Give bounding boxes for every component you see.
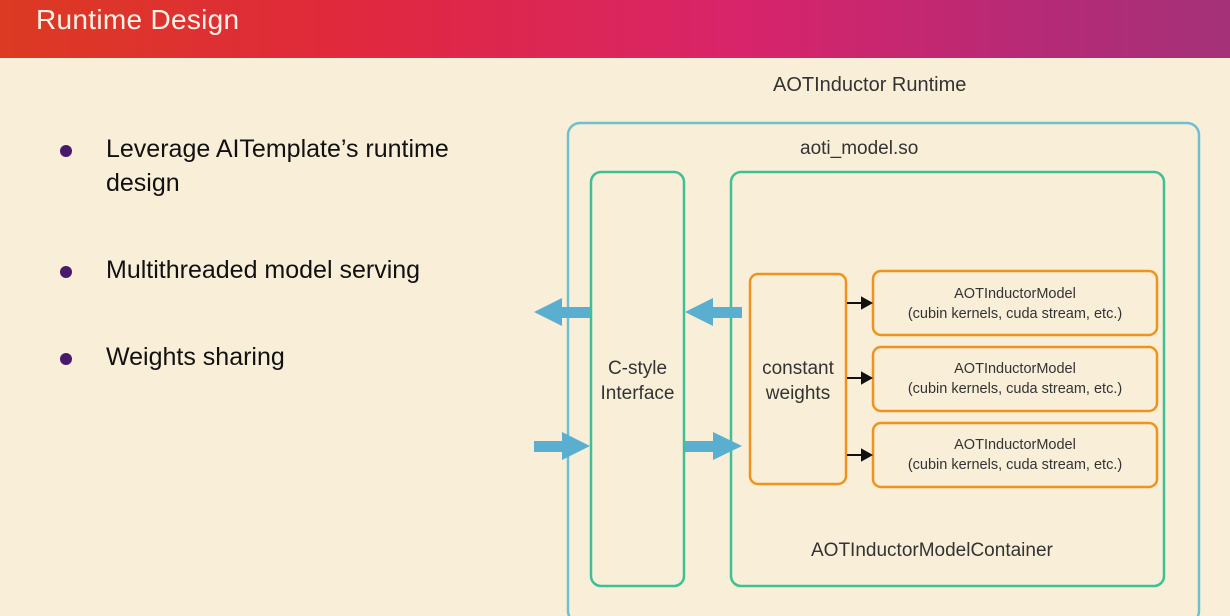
left-in-arrow-icon	[534, 432, 590, 460]
weights-label: constant weights	[762, 358, 834, 404]
model-name: AOTInductorModel	[954, 286, 1076, 302]
so-label: aoti_model.so	[800, 138, 919, 159]
interface-label: C-style Interface	[600, 358, 675, 404]
bullet-text: Weights sharing	[106, 343, 285, 371]
slide-header: Runtime Design	[0, 0, 1230, 58]
bullet-dot-icon	[60, 266, 72, 278]
bullet-dot-icon	[60, 353, 72, 365]
model-name: AOTInductorModel	[954, 361, 1076, 377]
bullet-text: Multithreaded model serving	[106, 256, 421, 284]
bullet-text: Leverage AITemplate’s runtime design	[106, 135, 449, 197]
runtime-diagram: AOTInductor Runtime aoti_model.so C-styl…	[520, 60, 1230, 616]
model-detail: (cubin kernels, cuda stream, etc.)	[907, 457, 1123, 473]
runtime-label: AOTInductor Runtime	[773, 74, 967, 96]
container-label: AOTInductorModelContainer	[811, 540, 1053, 561]
model-box-text: AOTInductorModel (cubin kernels, cuda st…	[873, 359, 1157, 399]
model-detail: (cubin kernels, cuda stream, etc.)	[907, 381, 1123, 397]
container-to-interface-arrow-icon	[685, 298, 742, 326]
bullet-dot-icon	[60, 145, 72, 157]
model-name: AOTInductorModel	[954, 437, 1076, 453]
slide-title: Runtime Design	[36, 4, 240, 35]
model-box	[871, 345, 1159, 413]
runtime-box	[566, 121, 1201, 616]
weights-box	[748, 272, 848, 486]
model-detail: (cubin kernels, cuda stream, etc.)	[907, 306, 1123, 322]
weights-to-model-arrows	[847, 296, 874, 462]
diagram-shapes	[534, 121, 1201, 616]
left-out-arrow-icon	[534, 298, 590, 326]
interface-to-container-arrow-icon	[685, 432, 742, 460]
model-box-text: AOTInductorModel (cubin kernels, cuda st…	[873, 435, 1157, 475]
container-box	[729, 170, 1166, 588]
model-box-text: AOTInductorModel (cubin kernels, cuda st…	[873, 284, 1157, 324]
interface-box	[589, 170, 686, 588]
